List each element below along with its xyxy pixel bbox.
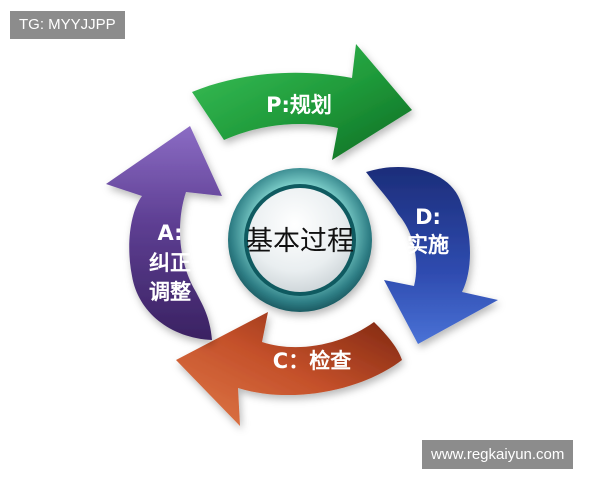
act-label-line1: A: (157, 221, 182, 245)
plan-label: P:规划 (266, 93, 332, 117)
act-label-line3: 调整 (149, 280, 191, 304)
act-label-line2: 纠正 (149, 251, 191, 275)
watermark-bottom: www.regkaiyun.com (422, 440, 574, 469)
plan-arrow (192, 44, 412, 160)
center-hub (228, 168, 372, 312)
act-arrow (106, 126, 222, 340)
do-label-line1: D: (415, 205, 441, 229)
check-label: C：检查 (273, 349, 351, 373)
do-label-line2: 实施 (407, 233, 449, 257)
check-arrow (176, 312, 402, 426)
do-arrow (366, 167, 498, 344)
center-label: 基本过程 (246, 226, 354, 257)
watermark-top: TG: MYYJJPP (10, 11, 125, 39)
